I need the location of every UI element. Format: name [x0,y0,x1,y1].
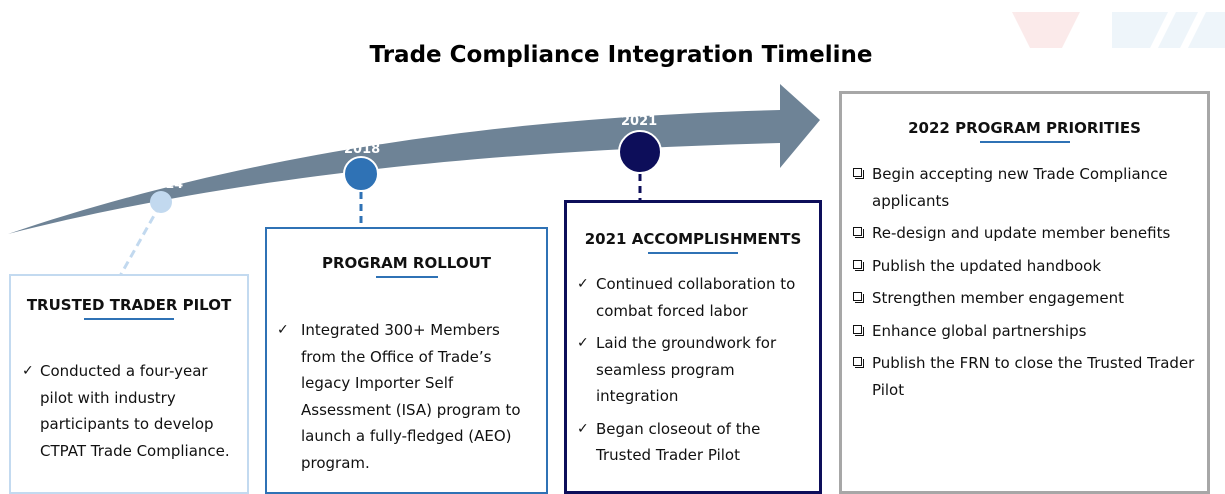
year-label-2021: 2021 [621,114,658,129]
check-icon: ✓ [577,335,589,351]
rollout-heading: PROGRAM ROLLOUT [322,254,491,272]
checkbox-icon [853,227,864,238]
priorities-heading: 2022 PROGRAM PRIORITIES [908,119,1141,137]
check-icon: ✓ [577,276,589,292]
dot-2021 [618,130,662,174]
checkbox-icon [853,357,864,368]
pilot-heading-underline [84,318,174,320]
list-item: Enhance global partnerships [853,318,1197,345]
priorities-heading-underline [979,141,1070,143]
priorities-box: 2022 PROGRAM PRIORITIES Begin accepting … [839,91,1210,494]
priorities-list: Begin accepting new Trade Compliance app… [853,161,1197,403]
rollout-heading-underline [375,276,438,278]
list-item: Publish the updated handbook [853,253,1197,280]
accomplishments-heading-underline [648,252,738,254]
checkbox-icon [853,168,864,179]
list-item: Re-design and update member benefits [853,220,1197,247]
year-label-2014: 2014 [147,177,184,192]
page-title: Trade Compliance Integration Timeline [369,42,873,68]
rollout-box: PROGRAM ROLLOUT ✓ Integrated 300+ Member… [265,227,548,494]
pilot-list: ✓ Conducted a four-year pilot with indus… [22,358,239,464]
list-item: Begin accepting new Trade Compliance app… [853,161,1197,214]
dot-2018 [343,156,379,192]
pilot-box: TRUSTED TRADER PILOT ✓ Conducted a four-… [9,274,249,494]
list-item: Strengthen member engagement [853,285,1197,312]
list-item: ✓ Integrated 300+ Members from the Offic… [277,317,536,476]
pilot-heading: TRUSTED TRADER PILOT [26,296,232,314]
list-item: Publish the FRN to close the Trusted Tra… [853,350,1197,403]
checkbox-icon [853,259,864,271]
timeline-arrow [8,84,820,234]
list-item: ✓ Conducted a four-year pilot with indus… [22,358,239,464]
corner-logo-icon [1012,12,1225,48]
check-icon: ✓ [277,322,289,338]
check-icon: ✓ [22,363,34,379]
check-icon: ✓ [577,420,589,437]
accomplishments-list: ✓ Continued collaboration to combat forc… [577,271,811,469]
rollout-list: ✓ Integrated 300+ Members from the Offic… [277,317,536,476]
checkbox-icon [853,324,864,336]
accomplishments-box: 2021 ACCOMPLISHMENTS ✓ Continued collabo… [564,200,822,494]
checkbox-icon [853,292,864,303]
dot-2014 [150,191,172,213]
list-item: ✓ Began closeout of the Trusted Trader P… [577,416,811,469]
list-item: ✓ Laid the groundwork for seamless progr… [577,330,811,410]
list-item: ✓ Continued collaboration to combat forc… [577,271,811,324]
connector-2014 [118,204,162,277]
year-label-2018: 2018 [344,142,381,157]
accomplishments-heading: 2021 ACCOMPLISHMENTS [584,230,802,248]
